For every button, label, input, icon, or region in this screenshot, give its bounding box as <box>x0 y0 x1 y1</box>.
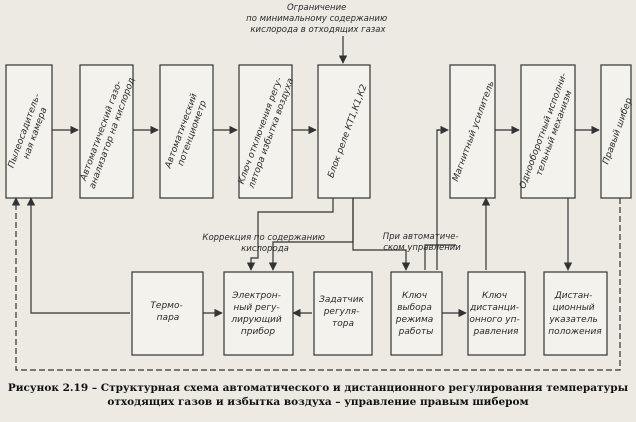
arrow-furnace-thermocouple <box>26 197 130 314</box>
connectors <box>11 36 621 371</box>
block-remote-indicator: Дистан- ционный указатель положения <box>543 271 608 356</box>
top-limit-note: Ограничение по минимальному содержанию к… <box>246 3 390 35</box>
caption-line-1: Рисунок 2.19 – Структурная схема автомат… <box>7 382 629 394</box>
damper-feedback-line <box>11 197 621 371</box>
line-relay-correction <box>257 198 334 227</box>
block-magnetic-amplifier: Магнитный усилитель <box>449 64 497 199</box>
block-diagram: Пылеосадитель- ная камера Автоматический… <box>5 3 635 371</box>
block-right-damper: Правый шибер <box>600 64 635 199</box>
arrow-correction-to-regulator <box>246 227 259 271</box>
block-setpoint-label: Задатчик регуля- тора <box>319 295 367 329</box>
block-mode-key: Ключ выбора режима работы <box>390 271 443 356</box>
block-furnace: Пылеосадитель- ная камера <box>5 64 53 199</box>
caption-line-2: отходящих газов и избытка воздуха – упра… <box>107 396 529 408</box>
block-actuator: Однооборотный исполни- тельный механизм <box>518 64 576 199</box>
block-thermocouple-label: Термо- пара <box>150 301 185 323</box>
block-thermocouple: Термо- пара <box>131 271 204 356</box>
block-relay: Блок реле КТ1,К1,К2 <box>317 64 371 199</box>
block-electronic-regulator: Электрон- ный регу- лирующий прибор <box>223 271 294 356</box>
block-potentiometer: Автоматический потенциометр <box>159 64 214 199</box>
block-gas-analyzer: Автоматический газо- анализатор на кисло… <box>79 64 137 199</box>
block-disable-key: Ключ отключения регу- лятора избытка воз… <box>237 64 296 199</box>
block-mode-key-label: Ключ выбора режима работы <box>395 291 436 337</box>
block-remote-key-label: Ключ дистанци- онного уп- равления <box>469 291 522 337</box>
figure-caption: Рисунок 2.19 – Структурная схема автомат… <box>0 381 636 409</box>
arrow-relay-to-mode-key <box>352 198 411 271</box>
block-setpoint: Задатчик регуля- тора <box>313 271 373 356</box>
line-auto-mode <box>424 244 456 270</box>
block-electronic-regulator-label: Электрон- ный регу- лирующий прибор <box>230 291 284 337</box>
block-remote-indicator-label: Дистан- ционный указатель положения <box>548 291 602 337</box>
block-remote-key: Ключ дистанци- онного уп- равления <box>467 271 526 356</box>
correction-note: Коррекция по содержанию кислорода <box>202 233 327 254</box>
auto-mode-note: При автоматиче- ском управлении <box>383 232 462 253</box>
